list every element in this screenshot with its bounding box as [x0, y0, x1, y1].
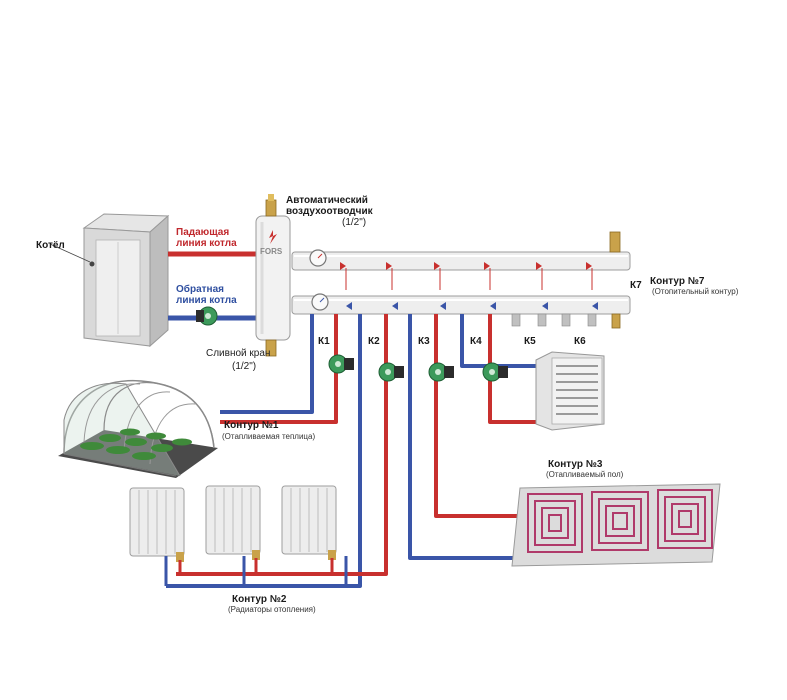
radiator-connections — [164, 556, 348, 586]
circuit7-subtitle: (Отопительный контур) — [652, 287, 739, 296]
circuit2-title: Контур №2 — [232, 594, 287, 605]
drain-label-2: (1/2") — [232, 361, 256, 372]
radiator-3 — [281, 485, 337, 560]
pump-k3 — [428, 362, 454, 382]
k3-label: К3 — [418, 336, 430, 347]
circuit2-subtitle: (Радиаторы отопления) — [228, 605, 316, 614]
k2-label: К2 — [368, 336, 380, 347]
radiator-1 — [129, 487, 185, 562]
radiator-2 — [205, 485, 261, 560]
circuit3-subtitle: (Отапливаемый пол) — [546, 470, 624, 479]
supply-line-label-1: Падающая — [176, 227, 229, 238]
air-vent-label-3: (1/2") — [342, 217, 366, 228]
drain-label-1: Сливной кран — [206, 348, 270, 359]
supply-line-label-2: линия котла — [176, 238, 237, 249]
return-line-label-1: Обратная — [176, 283, 224, 295]
air-vent-label-2: воздухоотводчик — [286, 206, 374, 217]
circuit3-title: Контур №3 — [548, 459, 603, 470]
k4-label: К4 — [470, 336, 482, 347]
manifold-branches — [340, 262, 598, 327]
k5-label: К5 — [524, 336, 536, 347]
boiler-leader — [49, 243, 91, 263]
air-vent-label-1: Автоматический — [286, 195, 368, 206]
hydraulic-separator — [255, 194, 291, 357]
air-heater — [535, 351, 605, 431]
manifold-return — [291, 293, 631, 315]
pump-k1 — [328, 354, 354, 374]
circuit1-subtitle: (Отапливаемая теплица) — [222, 432, 315, 441]
circuit1-title: Контур №1 — [224, 420, 279, 431]
manifold-air-vent — [609, 231, 621, 253]
k1-label: К1 — [318, 336, 330, 347]
underfloor-heating — [511, 483, 721, 567]
boiler-pump — [196, 306, 218, 326]
pump-k2 — [378, 362, 404, 382]
return-line-label-2: линия котла — [176, 295, 237, 306]
brand-logo: FORS — [260, 247, 283, 256]
boiler — [82, 213, 170, 348]
pump-k4 — [482, 362, 508, 382]
circuit3-pipes — [408, 314, 522, 560]
circuit7-title: Контур №7 — [650, 276, 705, 287]
circuit1-pipes — [220, 314, 338, 424]
k6-label: К6 — [574, 336, 586, 347]
circuit4-pipes — [460, 314, 536, 424]
boiler-label: Котёл — [36, 240, 65, 251]
greenhouse — [58, 379, 218, 478]
circuit2-pipes — [166, 314, 388, 588]
k7-label: К7 — [630, 280, 642, 291]
manifold-drain-valve — [611, 313, 621, 329]
manifold-supply — [291, 249, 631, 271]
